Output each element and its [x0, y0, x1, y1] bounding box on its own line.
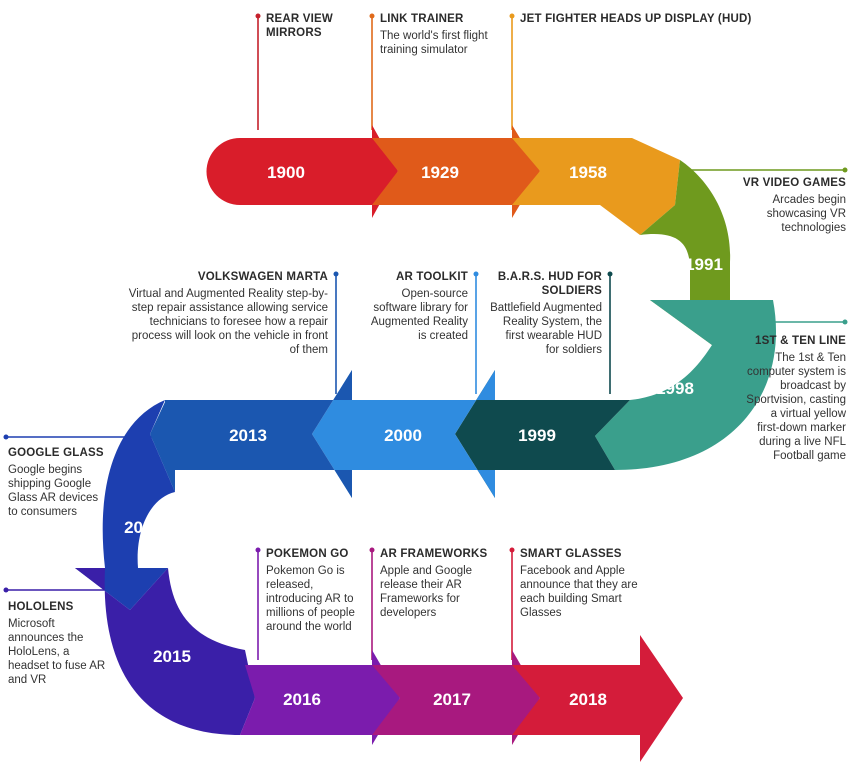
year-2017: 2017 — [433, 690, 471, 709]
event-description: Facebook and Apple announce that they ar… — [520, 565, 638, 619]
event-2017: AR FRAMEWORKS Apple and Google release t… — [380, 547, 500, 620]
year-1900: 1900 — [267, 163, 305, 182]
event-title: 1ST & TEN LINE — [755, 335, 846, 347]
event-description: Microsoft announces the HoloLens, a head… — [8, 618, 106, 686]
event-title: AR TOOLKIT — [395, 271, 468, 283]
arrow-1998 — [595, 300, 777, 470]
arrow-2017 — [372, 650, 540, 745]
event-title: VR VIDEO GAMES — [742, 177, 846, 189]
year-1991: 1991 — [685, 255, 723, 274]
year-2014: 2014 — [124, 518, 162, 537]
leader-lines — [3, 13, 848, 660]
event-title: JET FIGHTER HEADS UP DISPLAY (HUD) — [520, 13, 752, 25]
event-title: GOOGLE GLASS — [8, 447, 104, 459]
arrow-1991 — [640, 160, 773, 345]
event-1929: LINK TRAINER The world's first flight tr… — [380, 12, 505, 57]
event-title: POKEMON GO — [266, 548, 349, 560]
event-description: Pokemon Go is released, introducing AR t… — [266, 565, 355, 633]
event-2000: AR TOOLKIT Open-source software library … — [364, 270, 468, 343]
event-title: AR FRAMEWORKS — [380, 548, 488, 560]
arrow-2000 — [312, 370, 495, 498]
arrow-1958 — [512, 138, 680, 235]
year-1998: 1998 — [656, 379, 694, 398]
arrow-2014 — [75, 400, 175, 610]
year-1929: 1929 — [421, 163, 459, 182]
event-description: Battlefield Augmented Reality System, th… — [490, 302, 602, 356]
arrow-2015 — [75, 568, 255, 735]
event-description: Virtual and Augmented Reality step-by-st… — [128, 288, 328, 356]
year-2018: 2018 — [569, 690, 607, 709]
event-1998: 1ST & TEN LINE The 1st & Ten computer sy… — [746, 334, 846, 463]
event-2014: GOOGLE GLASS Google begins shipping Goog… — [8, 446, 108, 519]
arrow-2016 — [240, 650, 400, 745]
event-1900: REAR VIEW MIRRORS — [266, 12, 366, 40]
event-description: The 1st & Ten computer system is broadca… — [746, 352, 846, 462]
event-description: Open-source software library for Augment… — [370, 288, 468, 342]
event-description: Google begins shipping Google Glass AR d… — [8, 464, 99, 518]
event-2013: VOLKSWAGEN MARTA Virtual and Augmented R… — [120, 270, 328, 357]
event-title: HOLOLENS — [8, 601, 74, 613]
event-title: LINK TRAINER — [380, 13, 464, 25]
year-1999: 1999 — [518, 426, 556, 445]
event-title: REAR VIEW MIRRORS — [266, 13, 333, 39]
arrow-2018 — [512, 635, 683, 762]
year-2013: 2013 — [229, 426, 267, 445]
arrow-1999 — [455, 370, 630, 498]
event-1958: JET FIGHTER HEADS UP DISPLAY (HUD) — [520, 12, 780, 26]
event-2015: HOLOLENS Microsoft announces the HoloLen… — [8, 600, 108, 687]
event-1999: B.A.R.S. HUD FOR SOLDIERS Battlefield Au… — [490, 270, 602, 357]
event-2018: SMART GLASSES Facebook and Apple announc… — [520, 547, 650, 620]
year-2015: 2015 — [153, 647, 191, 666]
event-title: VOLKSWAGEN MARTA — [197, 271, 328, 283]
year-2000: 2000 — [384, 426, 422, 445]
event-title: B.A.R.S. HUD FOR SOLDIERS — [497, 271, 602, 297]
arrow-1929 — [372, 125, 540, 218]
arrow-2013 — [150, 370, 352, 498]
event-description: The world's first flight training simula… — [380, 30, 488, 56]
event-1991: VR VIDEO GAMES Arcades begin showcasing … — [728, 176, 846, 235]
event-2016: POKEMON GO Pokemon Go is released, intro… — [266, 547, 362, 634]
event-title: SMART GLASSES — [520, 548, 622, 560]
event-description: Arcades begin showcasing VR technologies — [766, 194, 846, 234]
year-2016: 2016 — [283, 690, 321, 709]
event-description: Apple and Google release their AR Framew… — [380, 565, 473, 619]
year-1958: 1958 — [569, 163, 607, 182]
arrow-1900 — [206, 125, 398, 218]
